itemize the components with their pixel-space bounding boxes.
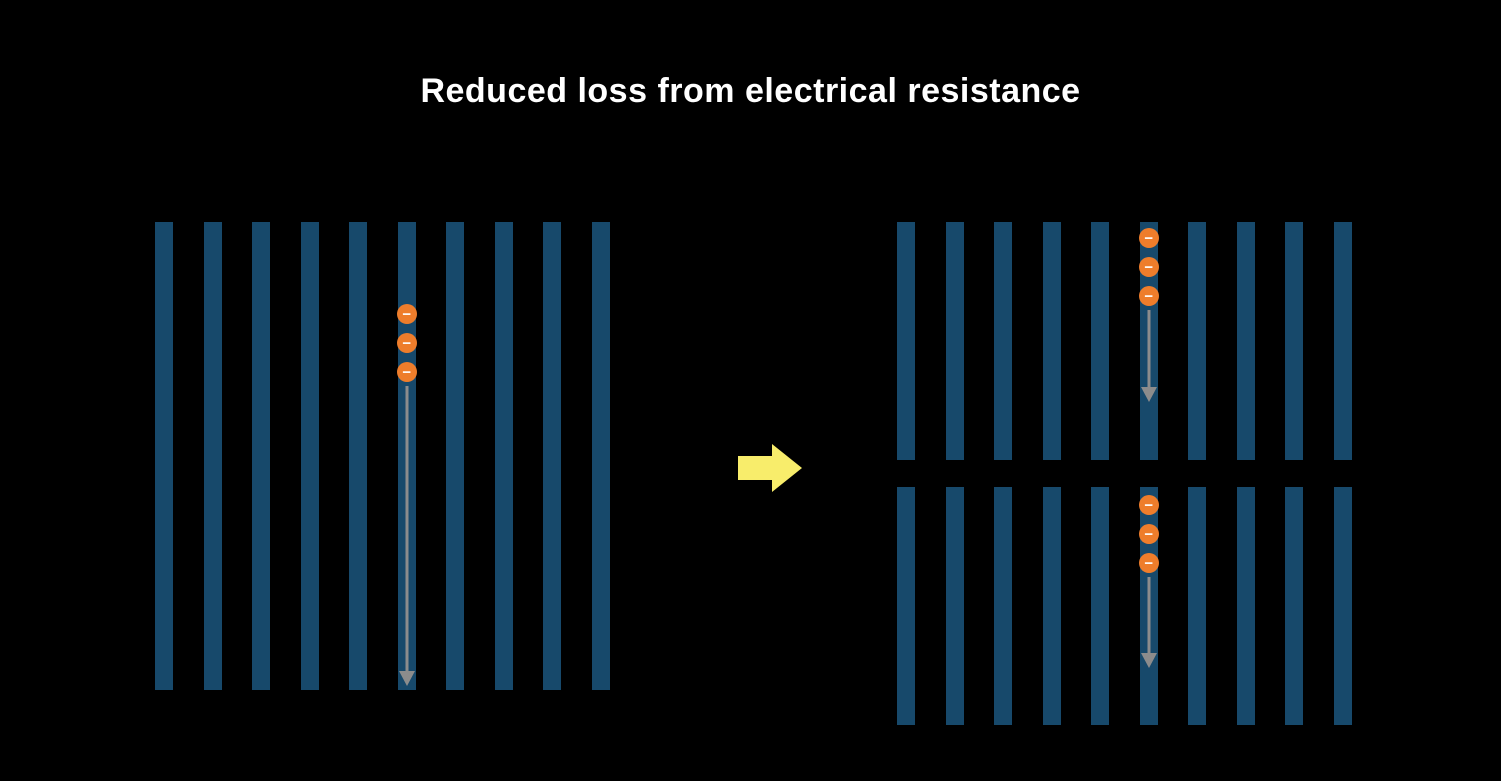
cell-bar (1285, 487, 1304, 725)
current-flow-arrow-icon (398, 386, 415, 686)
right-arrow-icon (738, 444, 802, 492)
cell-bar (994, 222, 1013, 460)
half-cell-top-panel: − − − (897, 222, 1352, 460)
cell-bar (1091, 222, 1110, 460)
cell-bar (591, 222, 610, 690)
cell-bar (1236, 222, 1255, 460)
half-cell-bottom-panel: − − − (897, 487, 1352, 725)
full-cell-panel: − − − (155, 222, 610, 690)
cell-bar (1188, 222, 1207, 460)
electron-icon: − (396, 304, 417, 324)
cell-bar (1333, 222, 1352, 460)
current-flow-arrow-icon (1140, 577, 1157, 668)
electron-icon: − (1138, 524, 1159, 544)
cell-bar (1042, 487, 1061, 725)
cell-bar (1188, 487, 1207, 725)
cell-bar (1042, 222, 1061, 460)
cell-bar (543, 222, 562, 690)
electron-icon: − (396, 362, 417, 382)
cell-bar (252, 222, 271, 690)
cell-bar (1333, 487, 1352, 725)
cell-bar (945, 487, 964, 725)
cell-bar (897, 222, 915, 460)
cell-bar (300, 222, 319, 690)
cell-bar (446, 222, 465, 690)
electron-icon: − (396, 333, 417, 353)
cell-bar (994, 487, 1013, 725)
electron-icon: − (1138, 553, 1159, 573)
cell-bar (1285, 222, 1304, 460)
diagram-title: Reduced loss from electrical resistance (420, 72, 1081, 110)
cell-bar (494, 222, 513, 690)
cell-bar (155, 222, 173, 690)
cell-bar (203, 222, 222, 690)
electron-icon: − (1138, 257, 1159, 277)
electron-icon: − (1138, 228, 1159, 248)
cell-bar (945, 222, 964, 460)
electron-icon: − (1138, 495, 1159, 515)
current-flow-arrow-icon (1140, 310, 1157, 402)
electron-icon: − (1138, 286, 1159, 306)
cell-bar (1236, 487, 1255, 725)
cell-bar (1091, 487, 1110, 725)
cell-bar (349, 222, 368, 690)
cell-bar (897, 487, 915, 725)
